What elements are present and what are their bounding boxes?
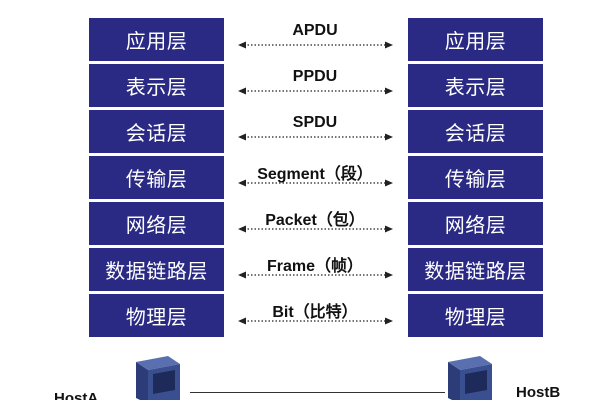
double-arrow-icon [238, 87, 393, 95]
double-arrow-icon [238, 271, 393, 279]
pdu-row-frame: Frame（帧） [230, 248, 400, 294]
double-arrow-icon [238, 133, 393, 141]
pdu-row-ppdu: PPDU [230, 64, 400, 110]
host-a-label: HostA [54, 390, 99, 400]
host-b-session-layer: 会话层 [408, 110, 543, 153]
host-b-computer-icon [448, 356, 492, 400]
host-b-label: HostB [516, 384, 561, 400]
host-a-session-layer: 会话层 [89, 110, 224, 153]
host-b-presentation-layer: 表示层 [408, 64, 543, 107]
pdu-label-apdu: APDU [292, 22, 338, 39]
pdu-row-apdu: APDU [230, 18, 400, 64]
host-b-data-link-layer: 数据链路层 [408, 248, 543, 291]
host-a-transport-layer: 传输层 [89, 156, 224, 199]
host-a-application-layer: 应用层 [89, 18, 224, 61]
pdu-row-spdu: SPDU [230, 110, 400, 156]
pdu-label-packet: Packet（包） [265, 212, 365, 229]
host-a-presentation-layer: 表示层 [89, 64, 224, 107]
host-b-layer-stack: 应用层 表示层 会话层 传输层 网络层 数据链路层 物理层 [408, 18, 543, 340]
pdu-label-bit: Bit（比特） [272, 304, 358, 321]
pdu-label-frame: Frame（帧） [266, 258, 364, 275]
double-arrow-icon [238, 225, 393, 233]
host-b-transport-layer: 传输层 [408, 156, 543, 199]
double-arrow-icon [238, 179, 393, 187]
host-a-network-layer: 网络层 [89, 202, 224, 245]
host-a-computer-icon [136, 356, 180, 400]
double-arrow-icon [238, 41, 393, 49]
host-b-physical-layer: 物理层 [408, 294, 543, 337]
host-b-network-layer: 网络层 [408, 202, 543, 245]
host-b-application-layer: 应用层 [408, 18, 543, 61]
host-a-data-link-layer: 数据链路层 [89, 248, 224, 291]
host-a-layer-stack: 应用层 表示层 会话层 传输层 网络层 数据链路层 物理层 [89, 18, 224, 340]
pdu-label-ppdu: PPDU [292, 68, 338, 85]
pdu-label-spdu: SPDU [292, 114, 338, 131]
pdu-label-segment: Segment（段） [257, 166, 373, 183]
pdu-row-bit: Bit（比特） [230, 294, 400, 340]
pdu-row-packet: Packet（包） [230, 202, 400, 248]
double-arrow-icon [238, 317, 393, 325]
pdu-row-segment: Segment（段） [230, 156, 400, 202]
host-a-physical-layer: 物理层 [89, 294, 224, 337]
network-link [190, 392, 445, 393]
